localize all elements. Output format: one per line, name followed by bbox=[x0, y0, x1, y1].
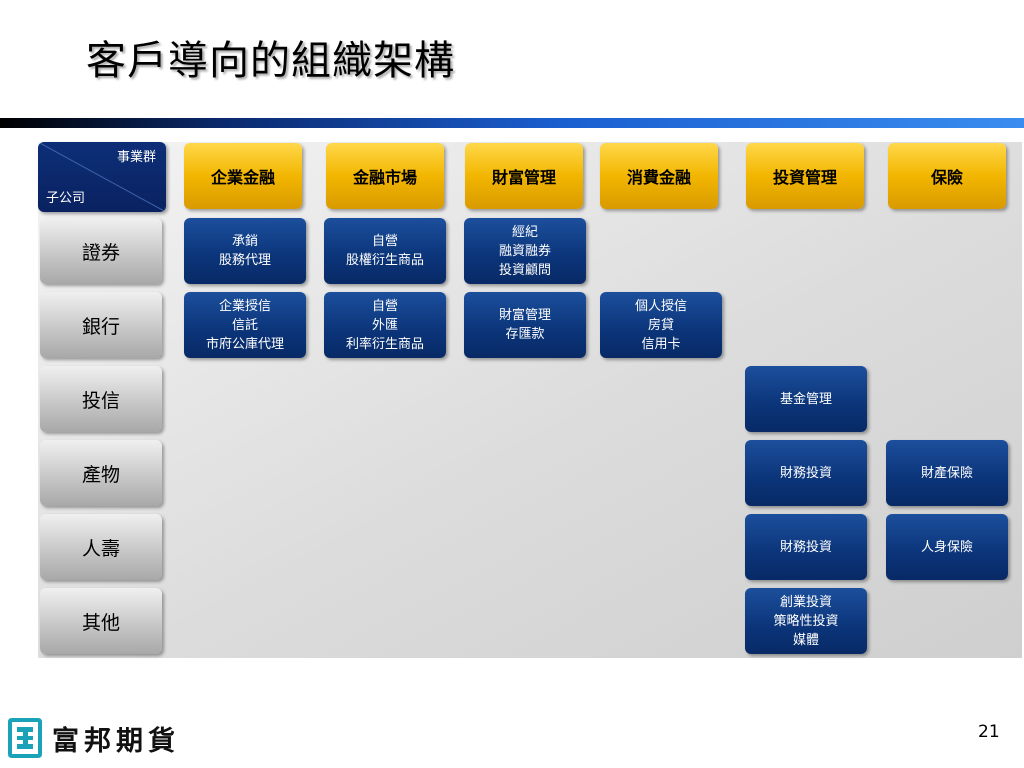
column-header-markets: 金融市場 bbox=[326, 143, 444, 209]
cell-line: 外匯 bbox=[371, 317, 398, 333]
cell-line: 企業授信 bbox=[218, 298, 271, 314]
cell-property-investment: 財務投資 bbox=[745, 440, 867, 506]
cell-line: 財務投資 bbox=[779, 539, 832, 555]
cell-property-insurance: 財產保險 bbox=[886, 440, 1008, 506]
column-header-wealth: 財富管理 bbox=[465, 143, 583, 209]
cell-bank-wealth: 財富管理 存匯款 bbox=[464, 292, 586, 358]
row-header-investment-trust: 投信 bbox=[40, 366, 162, 432]
company-logo: 富邦期貨 bbox=[8, 716, 180, 760]
cell-line: 投資顧問 bbox=[498, 262, 551, 278]
cell-line: 信託 bbox=[231, 317, 258, 333]
cell-line: 個人授信 bbox=[634, 298, 687, 314]
cell-bank-markets: 自營 外匯 利率衍生商品 bbox=[324, 292, 446, 358]
row-header-bank: 銀行 bbox=[40, 292, 162, 358]
cell-line: 財產保險 bbox=[920, 465, 973, 481]
cell-line: 融資融券 bbox=[498, 243, 551, 259]
page-number: 21 bbox=[978, 722, 1000, 742]
cell-line: 策略性投資 bbox=[773, 613, 839, 629]
corner-top-label: 事業群 bbox=[116, 150, 156, 165]
slide-title: 客戶導向的組織架構 bbox=[86, 38, 455, 84]
cell-life-investment: 財務投資 bbox=[745, 514, 867, 580]
cell-securities-markets: 自營 股權衍生商品 bbox=[324, 218, 446, 284]
column-header-corporate: 企業金融 bbox=[184, 143, 302, 209]
cell-line: 房貸 bbox=[647, 317, 674, 333]
company-name: 富邦期貨 bbox=[52, 725, 180, 757]
row-header-life: 人壽 bbox=[40, 514, 162, 580]
fubon-logo-icon bbox=[8, 718, 42, 758]
cell-line: 承銷 bbox=[231, 234, 258, 249]
cell-line: 自營 bbox=[371, 234, 398, 249]
row-header-other: 其他 bbox=[40, 588, 162, 654]
column-header-investment: 投資管理 bbox=[746, 143, 864, 209]
corner-diagonal bbox=[38, 142, 166, 212]
title-divider bbox=[0, 118, 1024, 128]
cell-line: 股務代理 bbox=[218, 253, 271, 268]
cell-securities-wealth: 經紀 融資融券 投資顧問 bbox=[464, 218, 586, 284]
cell-line: 存匯款 bbox=[505, 327, 545, 342]
cell-line: 自營 bbox=[371, 298, 398, 314]
cell-line: 人身保險 bbox=[920, 539, 973, 555]
corner-cell: 事業群 子公司 bbox=[38, 142, 166, 212]
cell-other-investment: 創業投資 策略性投資 媒體 bbox=[745, 588, 867, 654]
cell-line: 媒體 bbox=[792, 632, 819, 648]
cell-life-insurance: 人身保險 bbox=[886, 514, 1008, 580]
corner-bottom-label: 子公司 bbox=[46, 191, 86, 206]
column-header-insurance: 保險 bbox=[888, 143, 1006, 209]
row-header-securities: 證券 bbox=[40, 218, 162, 284]
cell-line: 創業投資 bbox=[779, 594, 832, 610]
cell-securities-corporate: 承銷 股務代理 bbox=[184, 218, 306, 284]
column-header-consumer: 消費金融 bbox=[600, 143, 718, 209]
cell-line: 財富管理 bbox=[498, 308, 551, 323]
cell-line: 財務投資 bbox=[779, 465, 832, 481]
cell-line: 股權衍生商品 bbox=[345, 253, 424, 268]
row-header-property: 產物 bbox=[40, 440, 162, 506]
cell-line: 市府公庫代理 bbox=[205, 336, 284, 352]
cell-line: 經紀 bbox=[511, 224, 538, 240]
cell-investment-trust-investment: 基金管理 bbox=[745, 366, 867, 432]
cell-bank-consumer: 個人授信 房貸 信用卡 bbox=[600, 292, 722, 358]
cell-line: 利率衍生商品 bbox=[345, 336, 424, 352]
cell-bank-corporate: 企業授信 信託 市府公庫代理 bbox=[184, 292, 306, 358]
cell-line: 基金管理 bbox=[779, 391, 832, 407]
cell-line: 信用卡 bbox=[641, 336, 681, 352]
